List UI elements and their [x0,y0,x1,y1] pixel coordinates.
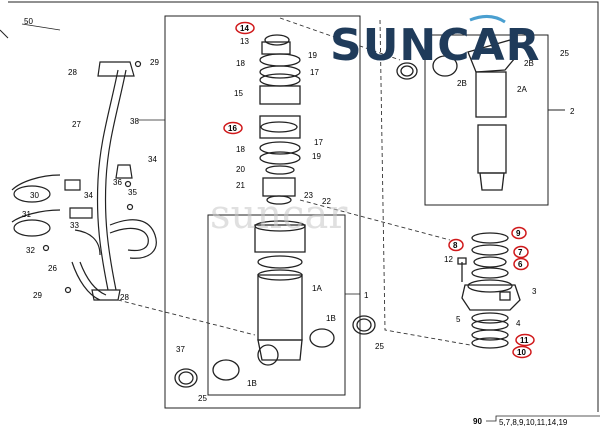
callout-12: 12 [444,255,453,264]
sheet-frame [0,1,599,412]
callout-50: 50 [24,17,33,26]
callout-26: 26 [48,264,57,273]
leader-lines [117,17,471,346]
callout-15: 15 [234,89,243,98]
cylinder-body [174,220,376,388]
callout-35: 35 [128,188,137,197]
callout-28b: 28 [120,293,129,302]
watermark-text: suncar [210,192,348,238]
callout-28: 28 [68,68,77,77]
callout-14-highlighted: 14 [240,24,249,33]
callout-5: 5 [456,315,461,324]
gland-assembly [457,232,521,349]
piston-rod [396,39,516,191]
cylinder-kit-frame [164,15,361,409]
callout-13: 13 [240,37,249,46]
callout-1: 1 [364,291,369,300]
callout-8-highlighted: 8 [453,241,458,250]
callout-2: 2 [570,107,575,116]
callout-22: 22 [322,197,331,206]
callout-25: 25 [375,342,384,351]
callout-20: 20 [236,165,245,174]
callout-17: 17 [310,68,319,77]
callout-2B: 2B [457,79,467,88]
callout-21: 21 [236,181,245,190]
rod-kit-frame [424,34,565,206]
callout-4: 4 [516,319,521,328]
callout-2A: 2A [517,85,527,94]
callout-19: 19 [308,51,317,60]
footer-ref-number: 90 [473,417,482,426]
callout-17b: 17 [314,138,323,147]
callout-3: 3 [532,287,537,296]
callout-23: 23 [304,191,313,200]
callout-18: 18 [236,59,245,68]
brand-name: SUNCAR [330,20,540,71]
callout-7-highlighted: 7 [518,248,523,257]
callout-34: 34 [148,155,157,164]
callout-27: 27 [72,120,81,129]
callout-30: 30 [30,191,39,200]
footer-ref-range: 5,7,8,9,10,11,14,19 [499,418,568,427]
callout-1A: 1A [312,284,322,293]
pipe-assembly [11,60,157,301]
callout-10-highlighted: 10 [517,348,526,357]
seal-stack [259,34,301,205]
callout-25c: 25 [560,49,569,58]
brand-logo: SUNCAR [330,15,540,71]
callout-25b: 25 [198,394,207,403]
logo-swoosh-icon [469,15,506,24]
callout-31: 31 [22,210,31,219]
callout-34b: 34 [84,191,93,200]
callout-33: 33 [70,221,79,230]
callout-37: 37 [176,345,185,354]
callout-11-highlighted: 11 [520,336,529,345]
callout-19b: 19 [312,152,321,161]
footer-ref: 90 5,7,8,9,10,11,14,19 [473,415,600,427]
callout-36: 36 [113,178,122,187]
callout-29b: 29 [33,291,42,300]
callout-2Bb: 2B [524,59,534,68]
callout-1B: 1B [326,314,336,323]
callout-9-highlighted: 9 [516,229,521,238]
callout-29: 29 [150,58,159,67]
callout-1Bb: 1B [247,379,257,388]
callout-32: 32 [26,246,35,255]
callout-38: 38 [130,117,139,126]
callout-6-highlighted: 6 [518,260,523,269]
highlighted-seal-callouts: 14 16 9 8 7 6 11 10 [223,21,535,359]
callout-18b: 18 [236,145,245,154]
callout-16-highlighted: 16 [228,124,237,133]
